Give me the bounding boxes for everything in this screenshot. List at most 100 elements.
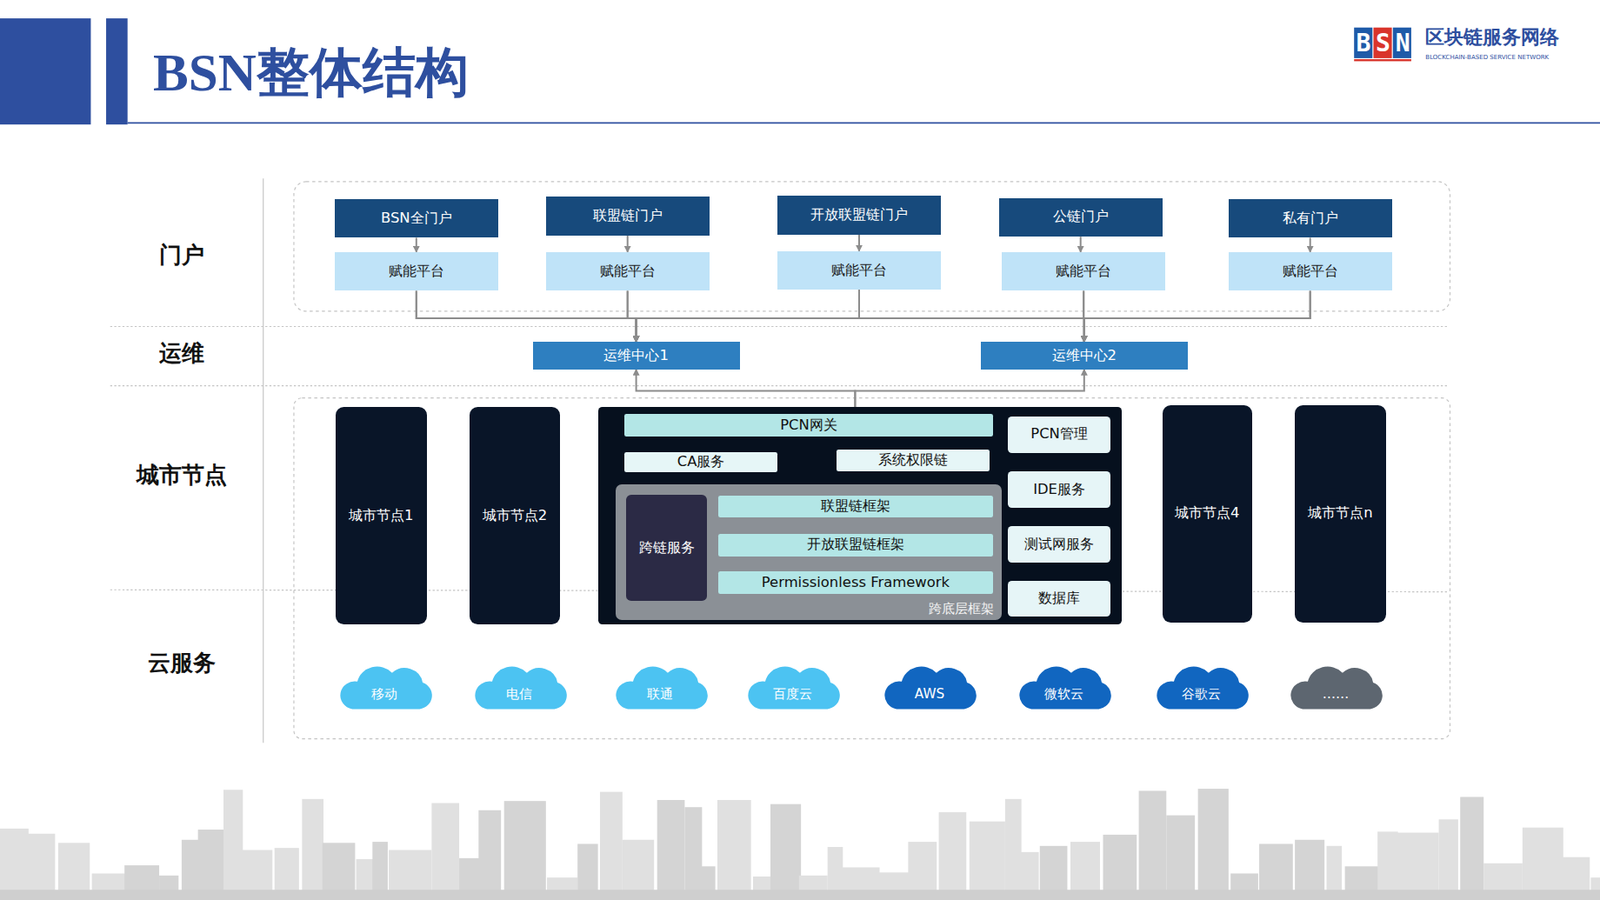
skyline-building [717, 800, 752, 900]
framework-bar: 开放联盟链框架 [718, 533, 994, 557]
city-node-box: 城市节点4 [1162, 405, 1253, 623]
box-label: 数据库 [1038, 590, 1080, 607]
header-rule [127, 122, 1600, 125]
skyline-building [431, 803, 460, 900]
connector [636, 369, 856, 407]
side-service-box: 测试网服务 [1007, 526, 1110, 562]
box-label: 城市节点4 [1174, 505, 1240, 522]
cloud-label: 谷歌云 [1181, 686, 1221, 703]
portal-box: 私有门户 [1228, 199, 1393, 239]
service-bar: 系统权限链 [836, 449, 990, 472]
cloud-label: 联通 [646, 686, 674, 703]
framework-bar: 联盟链框架 [718, 495, 994, 518]
framework-group: 跨底层框架跨链服务联盟链框架开放联盟链框架Permissionless Fram… [615, 484, 1003, 620]
box-label: Permissionless Framework [761, 574, 950, 592]
box-label: CA服务 [677, 453, 726, 471]
box-label: 运维中心1 [603, 347, 668, 365]
box-label: 城市节点1 [348, 507, 414, 525]
skyline-building [478, 810, 501, 900]
logo-name: 区块链服务网络 [1425, 24, 1560, 51]
service-bar: CA服务 [624, 452, 778, 473]
row-divider [110, 326, 1450, 327]
connector [626, 235, 629, 253]
box-label: 运维中心2 [1052, 347, 1117, 365]
row-label: 云服务 [147, 646, 216, 678]
logo-subtitle: BLOCKCHAIN-BASED SERVICE NETWORK [1425, 52, 1549, 60]
box-label: 开放联盟链门户 [810, 206, 908, 224]
skyline-building [223, 789, 243, 900]
box-label: BSN全门户 [380, 210, 453, 227]
connector [627, 290, 1085, 342]
cloud-fill [340, 666, 432, 710]
page-title: BSN整体结构 [153, 37, 469, 109]
skyline-building [600, 792, 623, 900]
box-label: 城市节点2 [482, 507, 547, 525]
city-node-box: 城市节点1 [335, 406, 427, 625]
box-label: IDE服务 [1033, 481, 1086, 499]
connector [1084, 290, 1311, 342]
box-label: 联盟链框架 [820, 498, 891, 515]
cloud-shape: 电信 [468, 660, 571, 712]
box-label: 私有门户 [1282, 210, 1339, 227]
platform-box: 赋能平台 [1228, 252, 1393, 292]
connector [636, 290, 1085, 342]
box-label: 赋能平台 [600, 263, 656, 280]
cloud-fill [474, 666, 567, 710]
skyline-building [1460, 796, 1484, 900]
box-label: PCN网关 [780, 417, 838, 434]
skyline-building [1439, 819, 1459, 900]
cloud-label: …… [1322, 686, 1350, 703]
cloud-label: 微软云 [1044, 686, 1084, 703]
skyline-ground [0, 889, 1600, 900]
header-block [0, 18, 91, 125]
box-label: 赋能平台 [388, 263, 445, 280]
skyline-building [969, 821, 1006, 900]
cloud-fill [747, 666, 840, 710]
cloud-outline [878, 660, 980, 712]
connector [416, 290, 637, 342]
row-label: 运维 [159, 338, 205, 369]
skyline-building [1139, 790, 1167, 900]
city-node-box: 城市节点n [1294, 405, 1386, 623]
box-label: 赋能平台 [1055, 263, 1112, 280]
skyline-building [770, 804, 801, 900]
portal-box: BSN全门户 [334, 199, 499, 239]
cloud-label: AWS [914, 686, 945, 703]
skyline-building [301, 799, 324, 900]
cloud-label: 移动 [371, 686, 398, 703]
box-label: PCN管理 [1030, 426, 1088, 443]
cloud-shape: 百度云 [741, 660, 844, 712]
framework-bar: PCN网关 [624, 413, 994, 437]
skyline-building [0, 828, 29, 900]
cloud-label: 百度云 [773, 686, 813, 703]
side-service-box: 数据库 [1007, 580, 1110, 617]
platform-box: 赋能平台 [1001, 252, 1166, 292]
portal-region [293, 181, 1451, 312]
connector [415, 237, 418, 252]
skyline-building [1377, 831, 1398, 900]
portal-box: 公链门户 [999, 198, 1163, 238]
connector [636, 289, 860, 342]
side-service-box: IDE服务 [1007, 471, 1110, 508]
skyline-building [1166, 815, 1195, 900]
cloud-fill [1156, 666, 1248, 710]
cloud-fill [1291, 666, 1383, 710]
cloud-fill [615, 666, 707, 710]
row-divider [110, 385, 1450, 387]
cloud-outline [609, 660, 712, 712]
box-label: 联盟链门户 [593, 207, 663, 225]
connector [416, 290, 1085, 342]
box-label: 测试网服务 [1024, 536, 1094, 554]
box-label: 系统权限链 [878, 452, 948, 469]
portal-box: 开放联盟链门户 [777, 195, 941, 235]
cross-chain-box: 跨链服务 [626, 494, 707, 601]
skyline-building [504, 800, 547, 900]
connector [627, 290, 637, 342]
logo-letters: BSN [1356, 28, 1416, 58]
skyline-building [1198, 788, 1229, 900]
cloud-outline [741, 660, 844, 712]
cloud-shape: …… [1284, 660, 1387, 712]
cloud-fill [885, 666, 977, 710]
pcn-node-box: PCN网关CA服务系统权限链跨底层框架跨链服务联盟链框架开放联盟链框架Permi… [598, 406, 1122, 625]
